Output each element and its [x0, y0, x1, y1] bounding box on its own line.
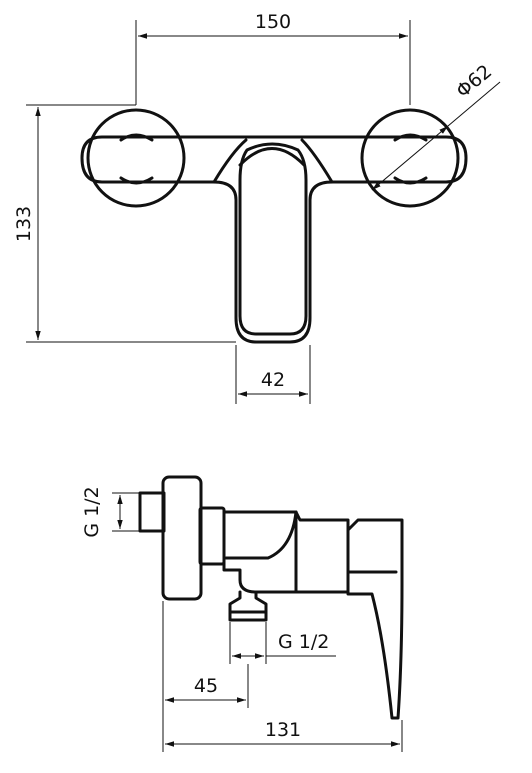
left-flange-slot	[119, 133, 154, 185]
right-flange-slot	[393, 133, 428, 185]
dim-body-label: 42	[261, 369, 285, 391]
dim-height-label: 133	[13, 206, 35, 242]
valve-body-curve	[224, 510, 298, 560]
dim-inlet-label: G 1/2	[81, 486, 103, 537]
connection-nut	[198, 506, 226, 566]
dim-diameter-leader	[371, 125, 449, 191]
lever-handle-side	[346, 518, 404, 720]
inlet-pipe	[138, 491, 166, 533]
cartridge-housing	[212, 138, 334, 184]
valve-body-side	[222, 510, 350, 594]
dim-depth-label: 131	[265, 719, 301, 741]
top-view: 150 133 Φ62 42	[13, 11, 501, 404]
dim-diameter-leader-ext	[447, 81, 501, 127]
dim-diameter-label: Φ62	[452, 60, 496, 102]
wall-flange-side	[161, 475, 203, 601]
side-view: G 1/2 G 1/2 45 131	[81, 475, 404, 752]
dim-width-label: 150	[255, 11, 291, 33]
outlet-connector	[228, 590, 268, 622]
lever-handle-top	[238, 142, 308, 336]
left-flange	[86, 108, 186, 208]
dim-offset-label: 45	[194, 675, 218, 697]
right-flange	[360, 108, 460, 208]
dim-outlet-label: G 1/2	[278, 631, 329, 653]
mixer-body-top	[80, 135, 468, 344]
